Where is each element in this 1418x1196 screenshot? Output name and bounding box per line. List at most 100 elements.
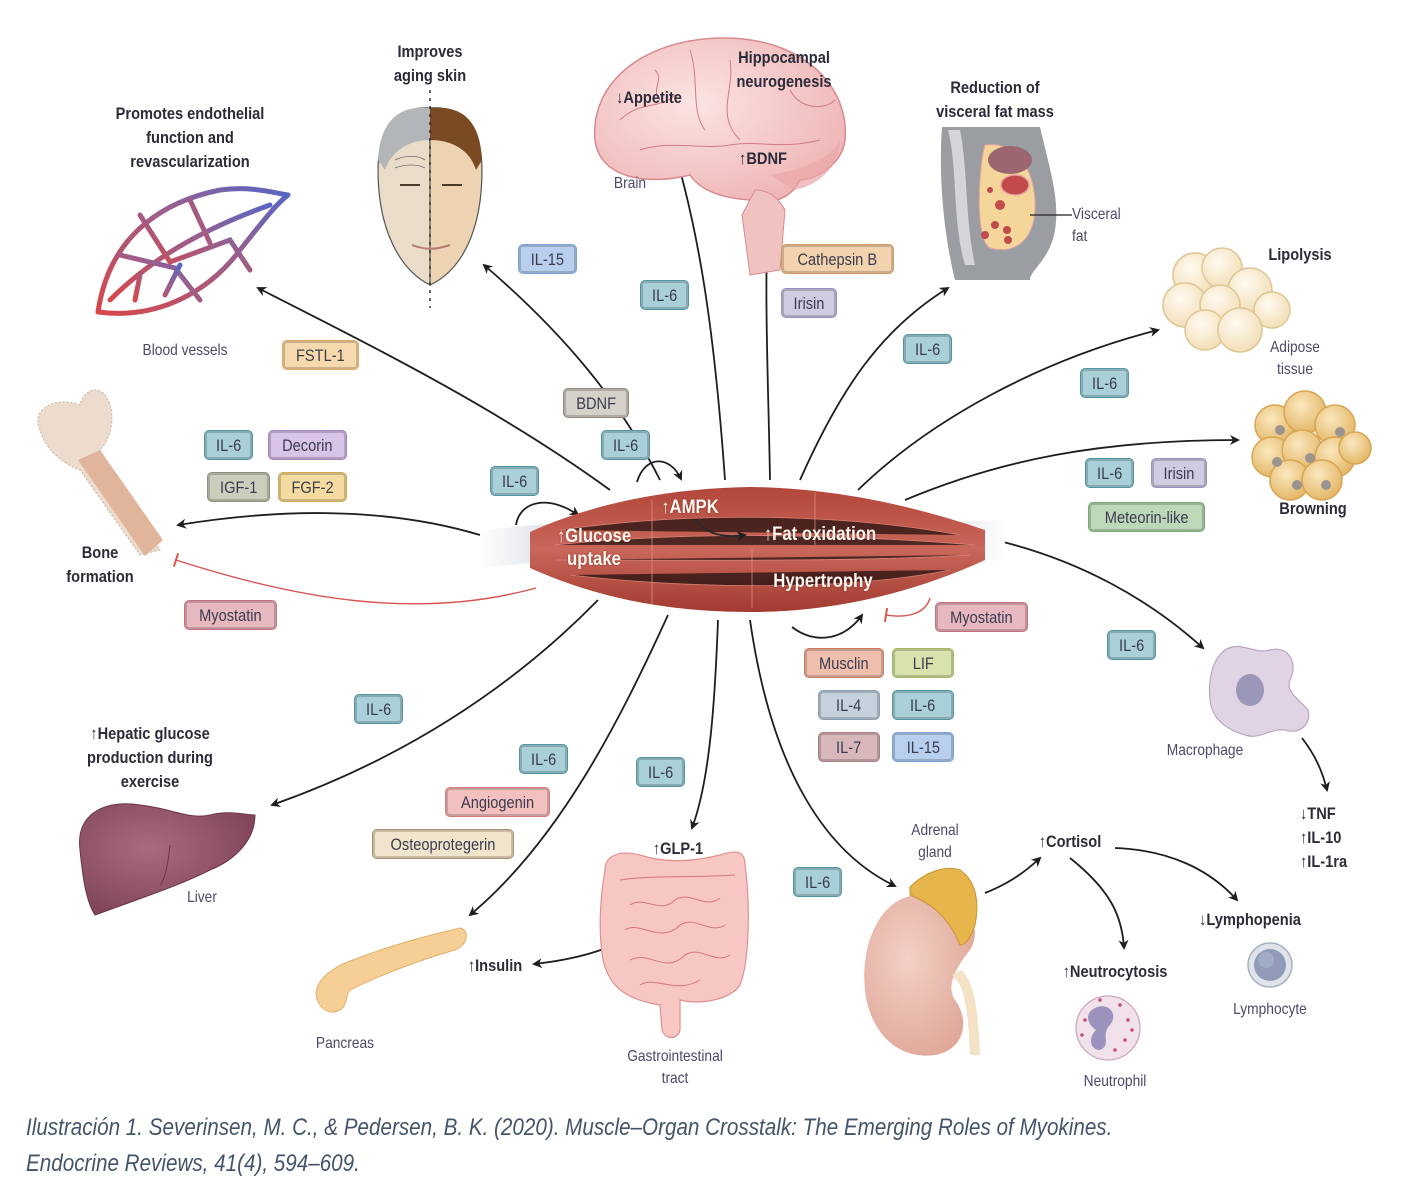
arrow-to-adipose bbox=[857, 327, 1160, 491]
myokine-tag-fgf2: FGF-2 bbox=[278, 472, 348, 502]
kidney-adrenal-illustration bbox=[864, 867, 980, 1056]
myokine-tag-il6-hypertrophy: IL-6 bbox=[892, 690, 954, 720]
adipose-tissue-label: Adipose tissue bbox=[1270, 339, 1320, 378]
myokine-tag-osteoprotegerin: Osteoprotegerin bbox=[372, 829, 514, 859]
myokine-tag-bdnf: BDNF bbox=[563, 388, 630, 418]
glucose-uptake-label: ↑Glucose uptake bbox=[556, 526, 632, 570]
arrow-cortisol-to-lymphopenia bbox=[1114, 847, 1239, 902]
myokine-tag-il6-bone: IL-6 bbox=[204, 430, 254, 460]
visceral-fat-label: Visceral fat bbox=[1072, 206, 1121, 245]
neutrocytosis-label: ↑Neutrocytosis bbox=[1062, 962, 1168, 981]
arrow-macrophage-to-immune bbox=[1301, 737, 1330, 792]
macrophage-illustration bbox=[1208, 645, 1310, 737]
arrow-to-liver bbox=[270, 599, 599, 808]
blood-vessels-label: Blood vessels bbox=[142, 342, 228, 359]
inhibition-lines bbox=[172, 553, 931, 623]
signal-arrows bbox=[176, 101, 1330, 969]
myokine-tag-il6-ampk: IL-6 bbox=[601, 430, 651, 460]
liver-label: Liver bbox=[187, 889, 217, 906]
ampk-label: ↑AMPK bbox=[661, 497, 719, 518]
endothelial-function-label: Promotes endothelial function and revasc… bbox=[115, 104, 265, 171]
liver-illustration bbox=[79, 803, 256, 916]
arrow-to-adrenal bbox=[749, 619, 897, 888]
arrow-to-pancreas bbox=[468, 614, 669, 917]
pancreas-label: Pancreas bbox=[315, 1035, 375, 1052]
fat-oxidation-label: ↑Fat oxidation bbox=[763, 524, 877, 545]
myokine-tag-myostatin-hypertrophy: Myostatin bbox=[935, 602, 1028, 632]
myokine-tag-myostatin-bone: Myostatin bbox=[184, 600, 277, 630]
arrow-to-visceral-fat bbox=[799, 286, 950, 481]
myokine-tag-il15-skin: IL-15 bbox=[518, 244, 577, 274]
bdnf-increase-label: ↑BDNF bbox=[739, 149, 787, 168]
caption-line-2: Endocrine Reviews, 41(4), 594–609. bbox=[26, 1150, 360, 1177]
myokine-tag-il4: IL-4 bbox=[818, 690, 880, 720]
myokine-tag-il6-pancreas: IL-6 bbox=[519, 744, 569, 774]
arrow-to-bone bbox=[176, 512, 481, 536]
brown-fat-cells-illustration bbox=[1251, 390, 1372, 501]
neutrophil-illustration bbox=[1075, 995, 1141, 1061]
myokine-tag-il6-browning: IL-6 bbox=[1085, 458, 1135, 488]
myostatin-inhibit-hypertrophy bbox=[883, 597, 931, 623]
adipose-cells-illustration bbox=[1162, 247, 1291, 353]
browning-label: Browning bbox=[1279, 499, 1347, 518]
glp1-label: ↑GLP-1 bbox=[652, 839, 704, 858]
myokine-tag-il6-gi: IL-6 bbox=[636, 757, 686, 787]
arrow-to-blood-vessels bbox=[256, 287, 611, 491]
myokine-tag-il6-brain: IL-6 bbox=[640, 280, 690, 310]
insulin-label: ↑Insulin bbox=[467, 956, 523, 975]
hypertrophy-label: Hypertrophy bbox=[773, 571, 873, 592]
myostatin-inhibit-bone bbox=[172, 553, 537, 605]
neutrophil-label: Neutrophil bbox=[1083, 1073, 1147, 1090]
myokine-tag-il6-adrenal: IL-6 bbox=[793, 867, 843, 897]
pancreas-illustration bbox=[315, 927, 467, 1013]
visceral-fat-illustration bbox=[940, 127, 1072, 280]
myokine-tag-il15-hypertrophy: IL-15 bbox=[892, 732, 954, 762]
myokine-tag-il7: IL-7 bbox=[818, 732, 880, 762]
myokine-tag-il6-visceral: IL-6 bbox=[903, 334, 953, 364]
myokine-tag-angiogenin: Angiogenin bbox=[445, 787, 551, 817]
myokine-tag-irisin-brain: Irisin bbox=[781, 288, 837, 318]
arrow-to-browning bbox=[904, 435, 1240, 501]
bone-illustration bbox=[37, 389, 163, 556]
lymphocyte-label: Lymphocyte bbox=[1233, 1001, 1307, 1018]
hepatic-glucose-label: ↑Hepatic glucose production during exerc… bbox=[87, 724, 213, 791]
blood-vessels-illustration bbox=[95, 186, 291, 316]
brain-label: Brain bbox=[613, 175, 647, 192]
myokine-tag-il6-glucose: IL-6 bbox=[490, 466, 540, 496]
brain-illustration bbox=[593, 37, 847, 276]
myokine-tag-meteorin-like: Meteorin-like bbox=[1088, 502, 1206, 532]
arrow-to-macrophage bbox=[994, 539, 1205, 650]
immune-cytokines-label: ↓TNF ↑IL-10 ↑IL-1ra bbox=[1300, 804, 1348, 871]
gastrointestinal-tract-label: Gastrointestinal tract bbox=[627, 1048, 723, 1087]
caption-line-1: Ilustración 1. Severinsen, M. C., & Pede… bbox=[26, 1114, 1113, 1141]
appetite-label: ↓Appetite bbox=[616, 88, 682, 107]
aging-skin-label: Improves aging skin bbox=[393, 42, 467, 85]
myokine-tag-lif: LIF bbox=[892, 648, 954, 678]
arrow-cortisol-to-neutrocytosis bbox=[1069, 857, 1129, 950]
myokine-tag-cathepsin-b: Cathepsin B bbox=[781, 244, 894, 274]
bone-formation-label: Bone formation bbox=[66, 543, 134, 586]
lipolysis-label: Lipolysis bbox=[1268, 245, 1332, 264]
figure-caption: Ilustración 1. Severinsen, M. C., & Pede… bbox=[26, 1110, 1406, 1182]
myokine-tag-il6-macrophage: IL-6 bbox=[1107, 630, 1157, 660]
visceral-fat-reduction-label: Reduction of visceral fat mass bbox=[936, 78, 1054, 121]
arrow-hypertrophy-loop bbox=[791, 613, 864, 639]
myokine-tag-decorin: Decorin bbox=[268, 430, 347, 460]
cortisol-label: ↑Cortisol bbox=[1038, 832, 1102, 851]
arrow-to-gi bbox=[690, 619, 719, 830]
myokine-tag-il6-liver: IL-6 bbox=[354, 694, 404, 724]
arrow-ampk-loop bbox=[636, 460, 683, 483]
face-illustration bbox=[377, 90, 483, 308]
myokine-tag-il6-lipolysis: IL-6 bbox=[1080, 368, 1130, 398]
lymphocyte-illustration bbox=[1247, 942, 1293, 988]
gastrointestinal-tract-illustration bbox=[599, 851, 749, 1039]
adrenal-gland-label: Adrenal gland bbox=[911, 822, 959, 861]
lymphopenia-label: ↓Lymphopenia bbox=[1199, 910, 1301, 929]
myokine-tag-igf1: IGF-1 bbox=[207, 472, 271, 502]
arrow-adrenal-to-cortisol bbox=[984, 856, 1042, 894]
skeletal-muscle-illustration bbox=[480, 487, 1005, 612]
myokine-tag-musclin: Musclin bbox=[804, 648, 884, 678]
myokine-tag-fstl1: FSTL-1 bbox=[282, 340, 359, 370]
